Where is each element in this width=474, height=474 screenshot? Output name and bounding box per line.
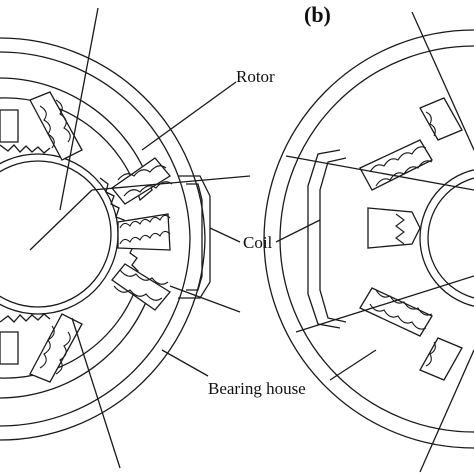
bearing-house-label: Bearing house bbox=[208, 379, 306, 398]
bearing-house-leader bbox=[161, 349, 209, 377]
left-bearing-assembly bbox=[0, 7, 251, 469]
left-housing-inner bbox=[0, 51, 191, 427]
right-bearing-assembly bbox=[263, 11, 474, 473]
right-rotor-outer bbox=[419, 169, 474, 307]
left-stator-ring bbox=[0, 77, 153, 202]
rotor-label: Rotor bbox=[236, 67, 275, 86]
right-housing-outer bbox=[263, 29, 474, 449]
left-housing-outer bbox=[0, 37, 206, 441]
coil-label: Coil bbox=[243, 233, 273, 252]
panel-label-b: (b) bbox=[304, 2, 331, 27]
rotor-leader bbox=[141, 81, 237, 151]
left-rotor-inner bbox=[0, 160, 112, 308]
coil-leader bbox=[209, 227, 241, 243]
